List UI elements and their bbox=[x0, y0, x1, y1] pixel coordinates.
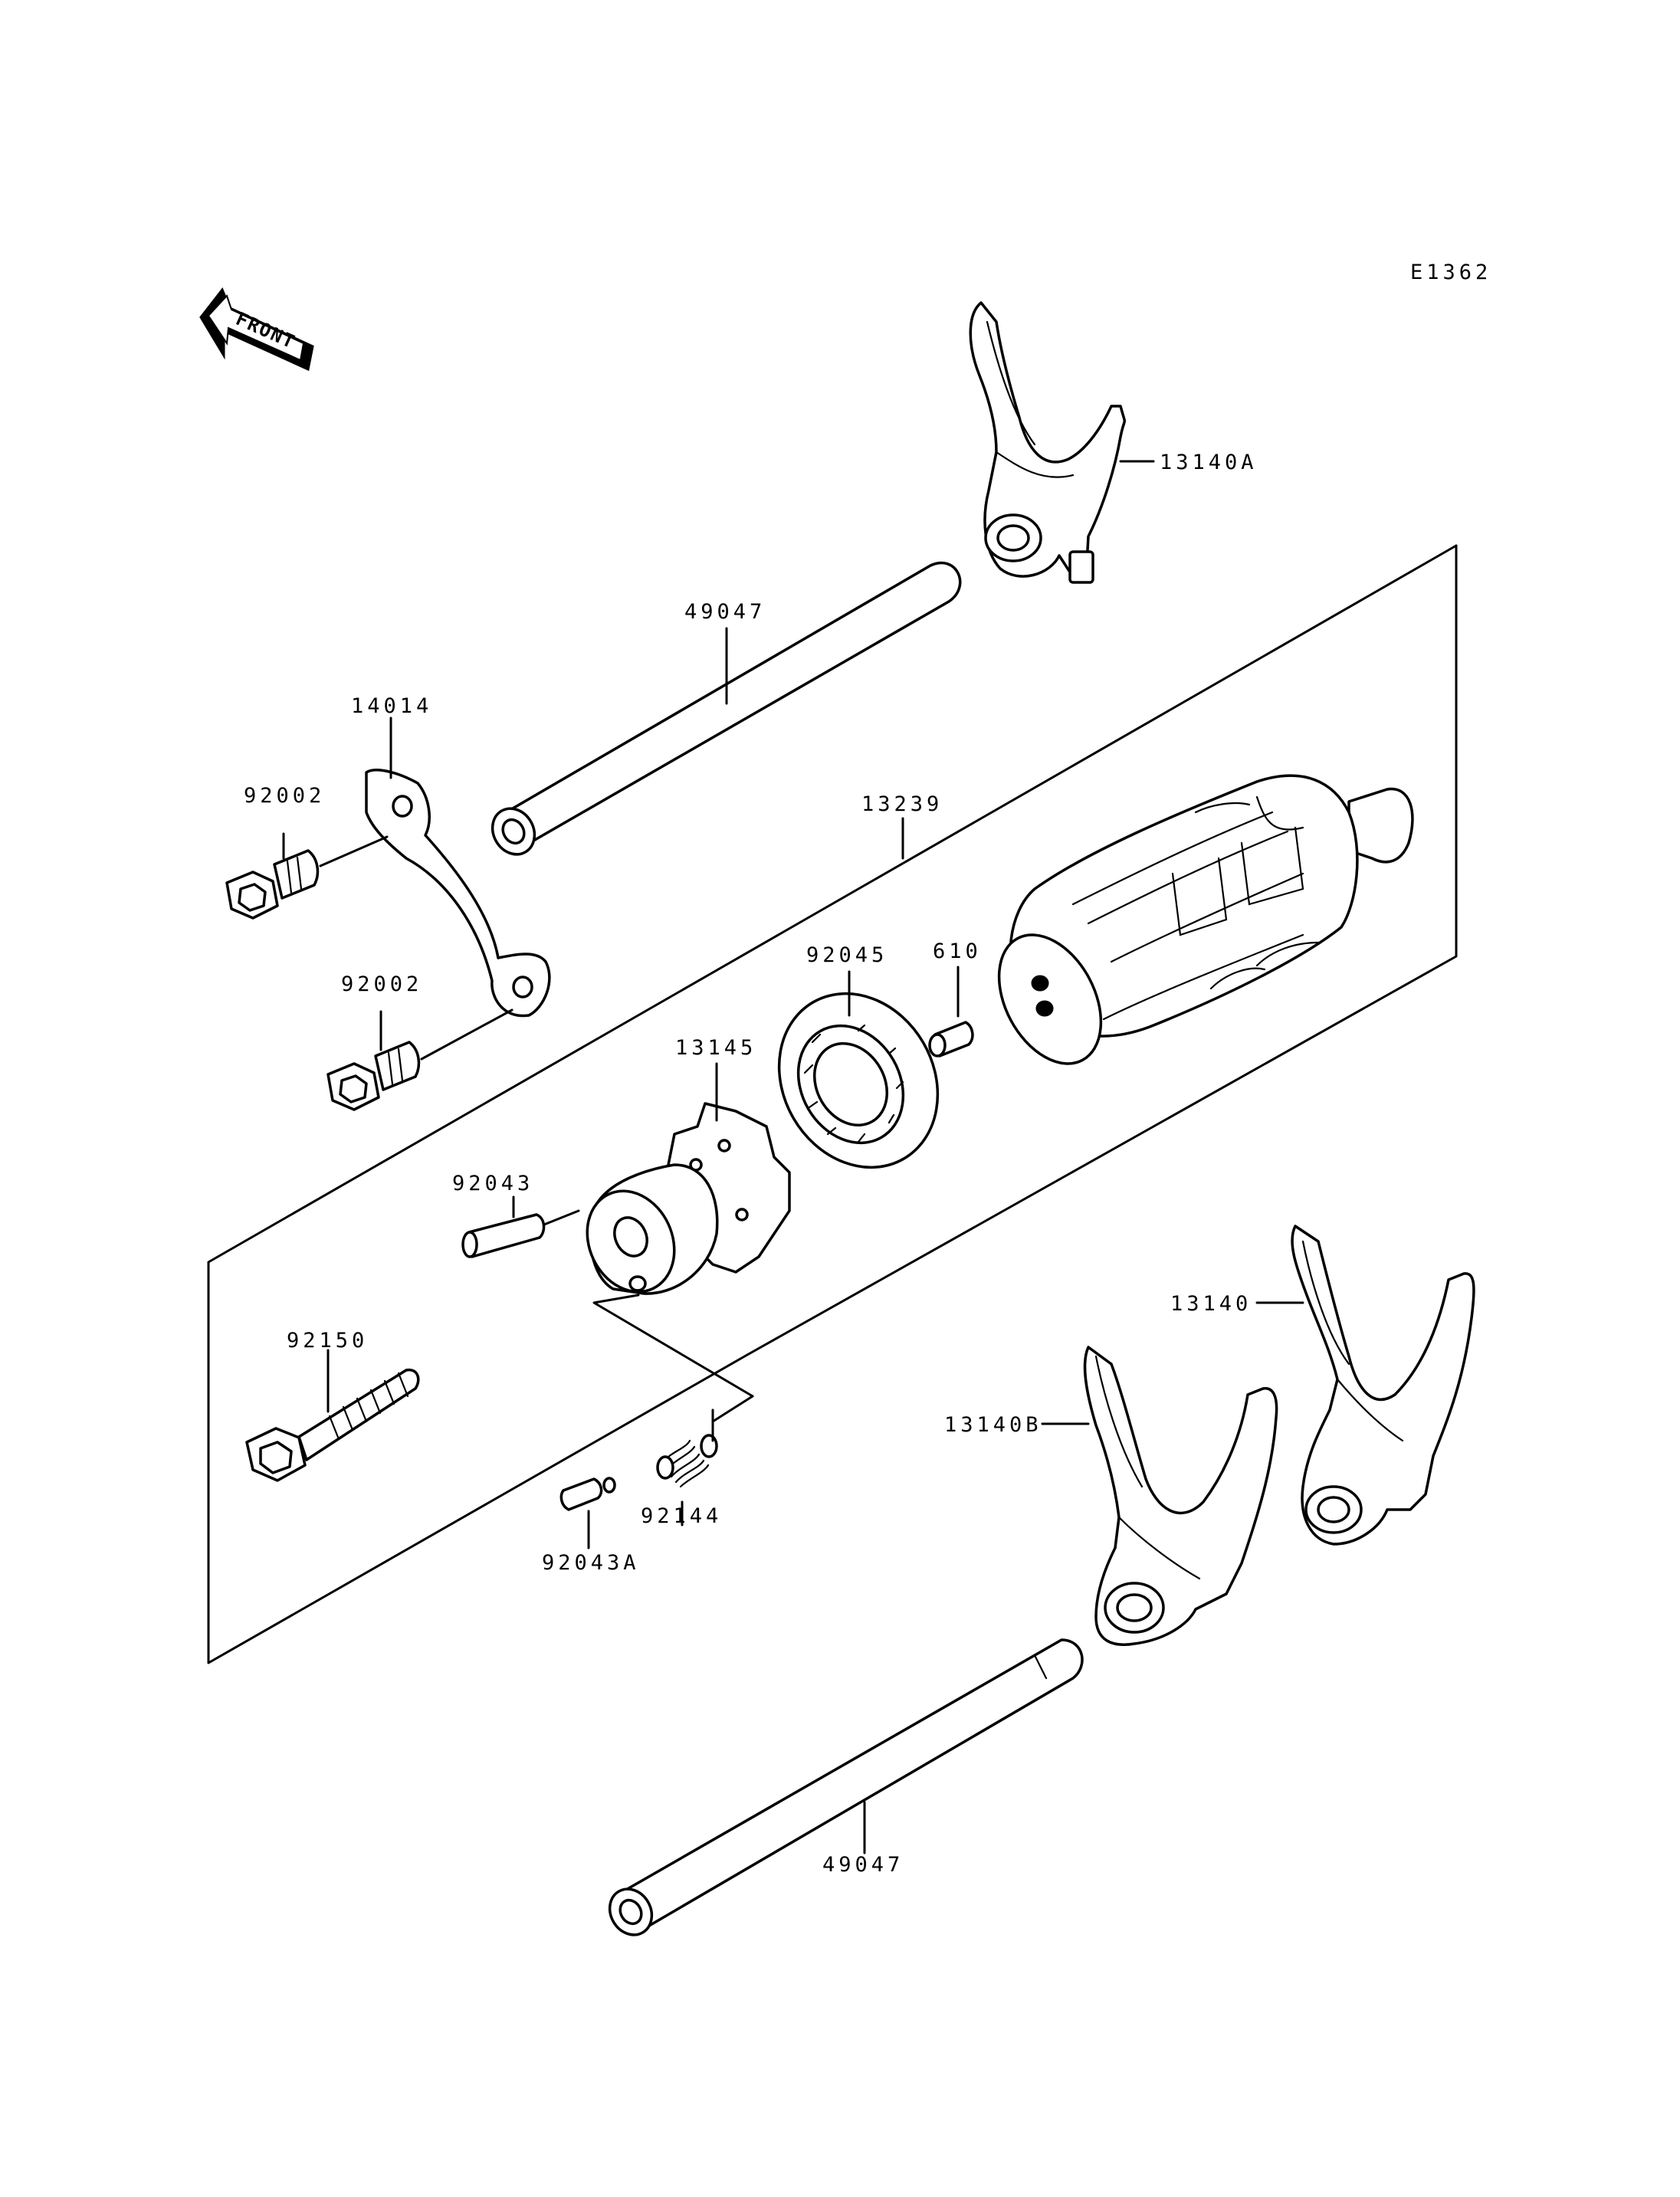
label-13140: 13140 bbox=[1170, 1292, 1252, 1316]
bolt-92150 bbox=[245, 1368, 420, 1482]
label-49047-top: 49047 bbox=[684, 600, 766, 624]
cam-13145 bbox=[586, 1102, 791, 1295]
bearing-92045 bbox=[777, 992, 940, 1169]
spring-92144 bbox=[656, 1434, 718, 1488]
label-610: 610 bbox=[933, 939, 982, 963]
label-92150: 92150 bbox=[287, 1329, 368, 1353]
shift-fork-13140b bbox=[1083, 1346, 1278, 1646]
label-13145: 13145 bbox=[675, 1036, 756, 1060]
diagram-code: E1362 bbox=[1410, 261, 1491, 284]
pin-92043 bbox=[461, 1213, 546, 1258]
bolt-92002-b bbox=[326, 1041, 421, 1111]
label-92045: 92045 bbox=[806, 943, 888, 967]
assembly-box-left bbox=[207, 544, 1458, 1664]
label-92043a: 92043A bbox=[542, 1551, 640, 1575]
label-49047-bottom: 49047 bbox=[822, 1853, 904, 1877]
label-14014: 14014 bbox=[351, 694, 432, 718]
pin-610 bbox=[928, 1021, 974, 1058]
label-92002-b: 92002 bbox=[341, 972, 422, 996]
label-92043: 92043 bbox=[452, 1172, 533, 1195]
label-13239: 13239 bbox=[861, 792, 943, 816]
shift-rod-bottom bbox=[608, 1638, 1084, 1936]
front-arrow-icon: FRONT bbox=[199, 287, 314, 372]
label-13140b: 13140B bbox=[944, 1413, 1042, 1437]
drum-plate-14014 bbox=[365, 769, 551, 1018]
shift-fork-13140a bbox=[969, 301, 1126, 584]
shift-rod-top bbox=[491, 561, 962, 856]
shift-fork-13140 bbox=[1291, 1225, 1475, 1546]
bolt-92002-a bbox=[225, 849, 320, 920]
assembly-box-right bbox=[746, 544, 1458, 1356]
shift-drum-13239 bbox=[997, 774, 1414, 1065]
pin-92043a bbox=[559, 1477, 616, 1511]
label-92144: 92144 bbox=[641, 1504, 722, 1528]
label-13140a: 13140A bbox=[1160, 451, 1258, 474]
label-92002-a: 92002 bbox=[244, 784, 325, 808]
